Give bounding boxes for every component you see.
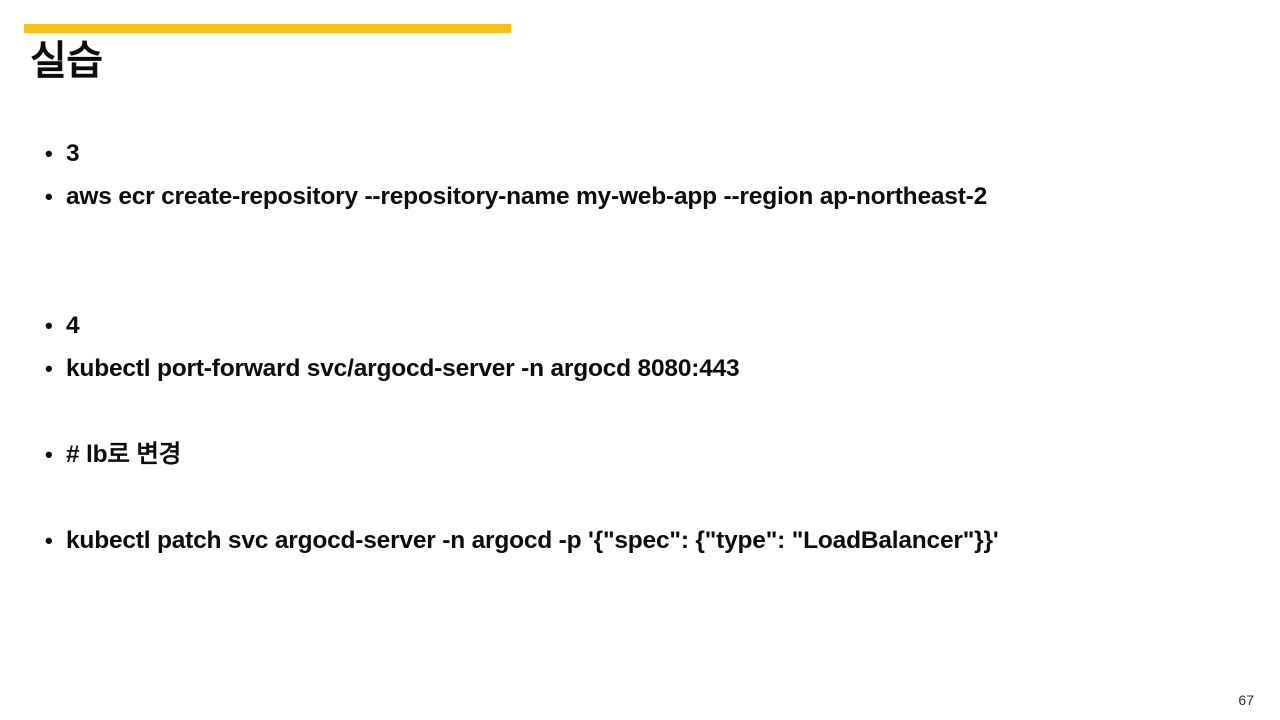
list-item-text: # lb로 변경 [66,441,182,468]
list-item: •4 [40,304,1240,347]
blank-line [40,261,1240,304]
blank-line [40,390,1240,433]
list-item: • # lb로 변경 [40,433,1240,476]
list-item-text: kubectl port-forward svc/argocd-server -… [66,355,740,382]
list-item: • kubectl patch svc argocd-server -n argo… [40,519,1240,562]
blank-line [40,476,1240,519]
page-number: 67 [1238,692,1254,708]
page-title: 실습 [30,39,103,83]
list-item-text: 3 [66,140,80,167]
bullet-dot-icon: • [45,141,53,166]
bullet-list: •3•aws ecr create-repository --repositor… [40,132,1240,562]
list-item: • kubectl port-forward svc/argocd-server … [40,347,1240,390]
bullet-dot-icon: • [45,184,53,209]
list-item: •3 [40,132,1240,175]
list-item-text: kubectl patch svc argocd-server -n argoc… [66,527,999,554]
bullet-dot-icon: • [45,442,53,467]
list-item-text: aws ecr create-repository --repository-n… [66,183,988,210]
blank-line [40,218,1240,261]
title-accent-bar [24,24,511,33]
list-item: • aws ecr create-repository --repository-… [40,175,1240,218]
bullet-dot-icon: • [45,356,53,381]
list-item-text: 4 [66,312,80,339]
bullet-dot-icon: • [45,313,53,338]
bullet-dot-icon: • [45,528,53,553]
